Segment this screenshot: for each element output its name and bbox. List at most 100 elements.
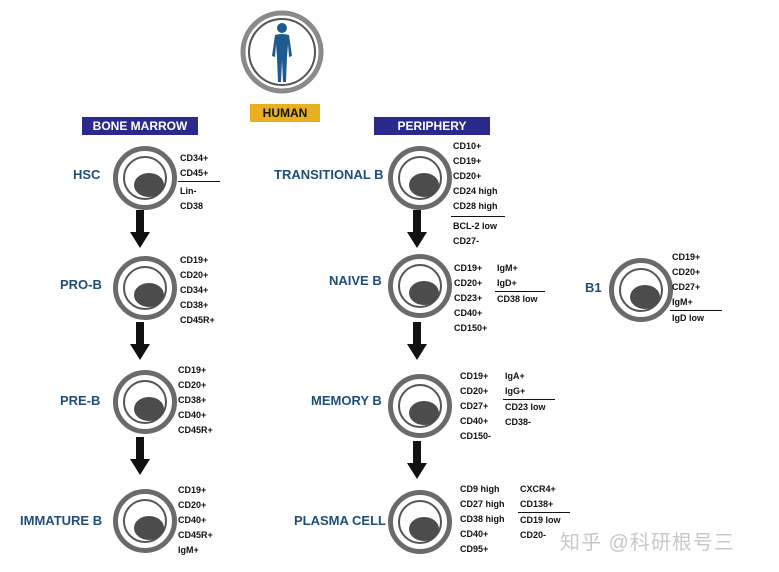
b1-markers-bottom: IgD low	[672, 311, 704, 326]
memory-b-cell	[388, 374, 452, 438]
marker: CD38+	[180, 300, 209, 310]
nucleus	[134, 397, 164, 421]
marker: CD150-	[460, 431, 492, 441]
marker: IgM+	[672, 297, 693, 307]
marker: CD150+	[454, 323, 488, 333]
marker: CD19+	[454, 263, 483, 273]
marker: CD20+	[672, 267, 701, 277]
marker: CD20+	[460, 386, 489, 396]
down-arrow-icon	[130, 210, 150, 248]
down-arrow-icon	[407, 441, 427, 479]
plasma-cell-markers-col1: CD9 high CD27 high CD38 high CD40+ CD95+	[460, 482, 505, 557]
marker: CXCR4+	[520, 484, 556, 494]
divider	[670, 310, 722, 311]
pre-b-cell	[113, 370, 177, 434]
marker: CD19+	[178, 485, 207, 495]
stage-pre-b-label: PRE-B	[60, 393, 101, 408]
naive-b-markers-col2-top: IgM+ IgD+	[497, 261, 518, 291]
memory-b-markers-col2-top: IgA+ IgG+	[505, 369, 525, 399]
marker: CD19+	[672, 252, 701, 262]
marker: CD19+	[453, 156, 482, 166]
marker: CD40+	[178, 515, 207, 525]
marker: IgG+	[505, 386, 526, 396]
stage-memory-b-label: MEMORY B	[311, 393, 382, 408]
marker: CD138+	[520, 499, 554, 509]
plasma-cell-markers-col2-bottom: CD19 low CD20-	[520, 513, 561, 543]
marker: CD20+	[453, 171, 482, 181]
marker: CD27+	[460, 401, 489, 411]
b1-markers-top: CD19+ CD20+ CD27+ IgM+	[672, 250, 700, 310]
transitional-b-markers-bottom: BCL-2 low CD27-	[453, 219, 497, 249]
bone-marrow-label: BONE MARROW	[82, 117, 198, 135]
plasma-cell-cell	[388, 490, 452, 554]
marker: BCL-2 low	[453, 221, 497, 231]
b1-cell	[609, 258, 673, 322]
marker: CD38 low	[497, 294, 538, 304]
hsc-markers-top: CD34+ CD45+	[180, 151, 208, 181]
marker: CD20+	[178, 380, 207, 390]
marker: CD40+	[178, 410, 207, 420]
marker: CD20+	[454, 278, 483, 288]
marker: CD19+	[178, 365, 207, 375]
marker: CD19+	[460, 371, 489, 381]
periphery-label: PERIPHERY	[374, 117, 490, 135]
watermark-text: 知乎 @科研根号三	[560, 532, 735, 554]
pro-b-cell	[113, 256, 177, 320]
divider	[495, 291, 545, 292]
naive-b-markers-col1: CD19+ CD20+ CD23+ CD40+ CD150+	[454, 261, 487, 336]
marker: CD9 high	[460, 484, 500, 494]
marker: CD24 high	[453, 186, 498, 196]
nucleus	[409, 173, 439, 197]
divider	[518, 512, 570, 513]
down-arrow-icon	[407, 210, 427, 248]
down-arrow-icon	[130, 322, 150, 360]
transitional-b-markers-top: CD10+ CD19+ CD20+ CD24 high CD28 high	[453, 139, 498, 214]
transitional-b-cell	[388, 146, 452, 210]
marker: CD10+	[453, 141, 482, 151]
nucleus	[134, 173, 164, 197]
divider	[451, 216, 505, 217]
marker: CD23 low	[505, 402, 546, 412]
marker: CD23+	[454, 293, 483, 303]
marker: CD20+	[178, 500, 207, 510]
marker: CD27 high	[460, 499, 505, 509]
human-label: HUMAN	[250, 104, 320, 122]
marker: CD40+	[460, 529, 489, 539]
marker: IgA+	[505, 371, 525, 381]
nucleus	[630, 285, 660, 309]
nucleus	[409, 517, 439, 541]
divider	[503, 399, 555, 400]
marker: CD38 high	[460, 514, 505, 524]
stage-b1-label: B1	[585, 280, 602, 295]
marker: IgD+	[497, 278, 517, 288]
naive-b-cell	[388, 254, 452, 318]
stage-hsc-label: HSC	[73, 167, 101, 182]
nucleus	[134, 516, 164, 540]
marker: CD40+	[454, 308, 483, 318]
marker: CD38+	[178, 395, 207, 405]
marker: CD34+	[180, 285, 209, 295]
memory-b-markers-col1: CD19+ CD20+ CD27+ CD40+ CD150-	[460, 369, 491, 444]
marker: IgM+	[497, 263, 518, 273]
marker: CD34+	[180, 153, 209, 163]
pro-b-markers: CD19+ CD20+ CD34+ CD38+ CD45R+	[180, 253, 215, 328]
nucleus	[134, 283, 164, 307]
marker: CD19 low	[520, 515, 561, 525]
immature-b-cell	[113, 489, 177, 553]
marker: CD27-	[453, 236, 480, 246]
pre-b-markers: CD19+ CD20+ CD38+ CD40+ CD45R+	[178, 363, 213, 438]
marker: CD40+	[460, 416, 489, 426]
marker: CD38	[180, 201, 204, 211]
human-figure-icon	[240, 10, 324, 94]
plasma-cell-markers-col2-top: CXCR4+ CD138+	[520, 482, 556, 512]
hsc-cell	[113, 146, 177, 210]
marker: CD27+	[672, 282, 701, 292]
marker: CD19+	[180, 255, 209, 265]
marker: CD20+	[180, 270, 209, 280]
stage-naive-b-label: NAIVE B	[329, 273, 382, 288]
marker: IgM+	[178, 545, 199, 555]
marker: IgD low	[672, 313, 704, 323]
marker: Lin-	[180, 186, 197, 196]
stage-pro-b-label: PRO-B	[60, 277, 102, 292]
marker: CD28 high	[453, 201, 498, 211]
